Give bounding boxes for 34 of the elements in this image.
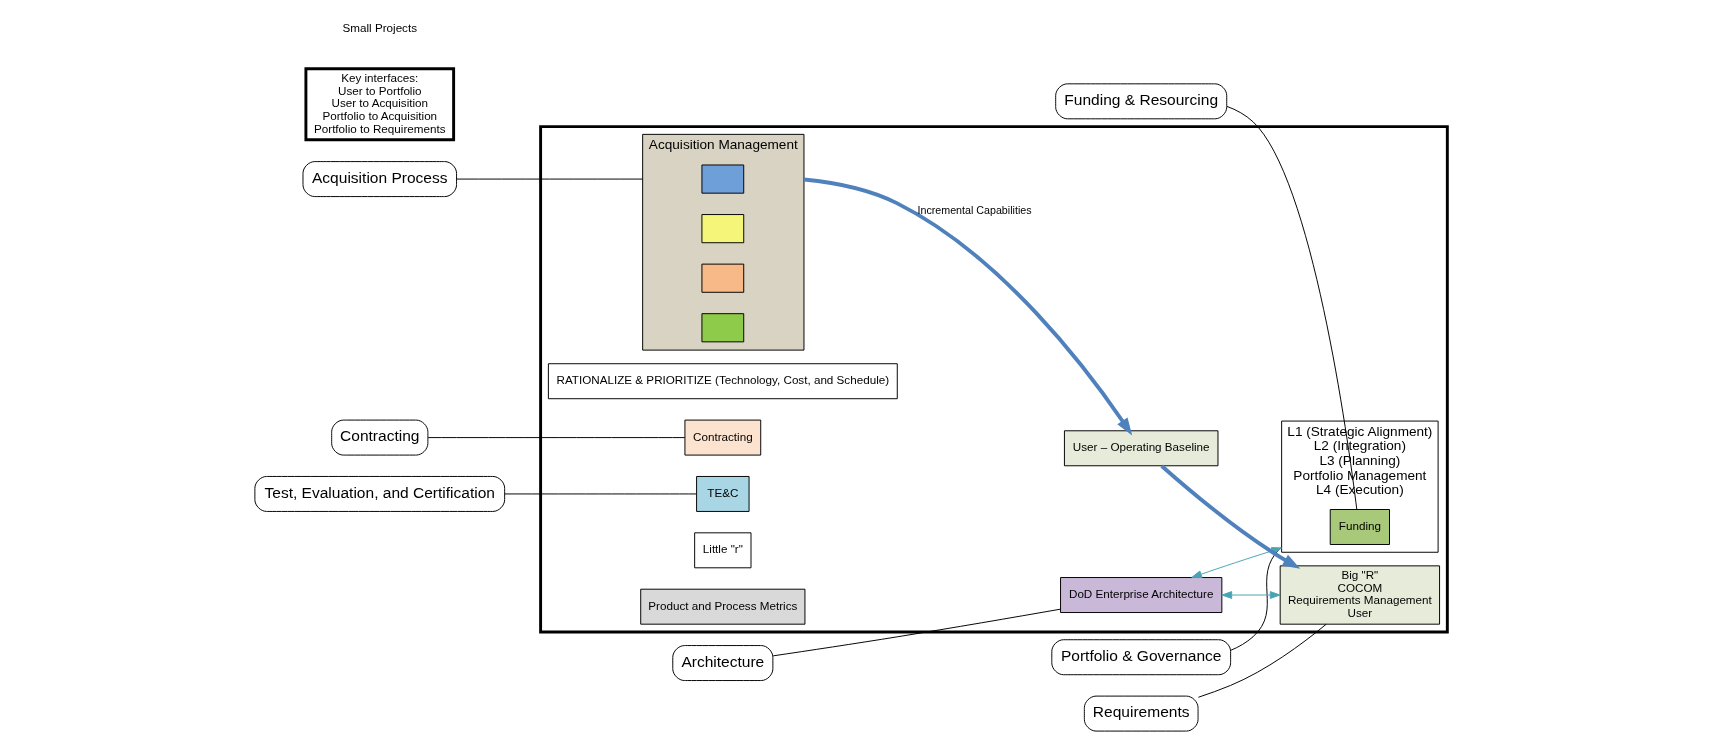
node-box <box>701 214 745 244</box>
node-box: Portfolio & Governance <box>1051 639 1232 676</box>
node-box: Contracting <box>684 419 762 456</box>
connector <box>1197 623 1327 698</box>
node-box: Acquisition Process <box>302 161 458 198</box>
arrow <box>803 177 1133 436</box>
arrow <box>1160 464 1301 569</box>
node-box: Funding & Resourcing <box>1055 83 1228 120</box>
label: Small Projects <box>342 21 418 35</box>
node-box: Little "r" <box>694 532 752 569</box>
connector <box>456 178 644 180</box>
node-box: Test, Evaluation, and Certification <box>254 475 506 512</box>
connector <box>1226 105 1358 510</box>
connector <box>504 493 697 495</box>
node-box: Requirements <box>1083 695 1199 732</box>
cluster: Acquisition Management <box>642 133 805 351</box>
node-box: Architecture <box>672 645 774 682</box>
node-box: DoD Enterprise Architecture <box>1060 577 1223 613</box>
node-box: Key interfaces: User to Portfolio User to Acquisition Portfolio to Acquisition Portfolio to Requirements <box>304 67 456 142</box>
node-box: Funding <box>1329 509 1390 545</box>
node-box <box>701 263 745 293</box>
node-box: User – Operating Baseline <box>1063 430 1219 467</box>
node-box: Contracting <box>331 419 429 456</box>
node-box <box>701 164 745 194</box>
connector <box>772 608 1061 657</box>
node-box: Product and Process Metrics <box>640 588 806 625</box>
cluster <box>539 125 1449 634</box>
arrow <box>1221 591 1281 599</box>
node-box: Big "R" COCOM Requirements Management User <box>1279 565 1441 625</box>
node-box: RATIONALIZE & PRIORITIZE (Technology, Cost, and Schedule) <box>547 363 898 400</box>
node-box <box>701 313 745 343</box>
edge-label: Incremental Capabilities <box>917 203 1032 216</box>
node-box: TE&C <box>696 475 750 512</box>
connector <box>427 437 686 439</box>
